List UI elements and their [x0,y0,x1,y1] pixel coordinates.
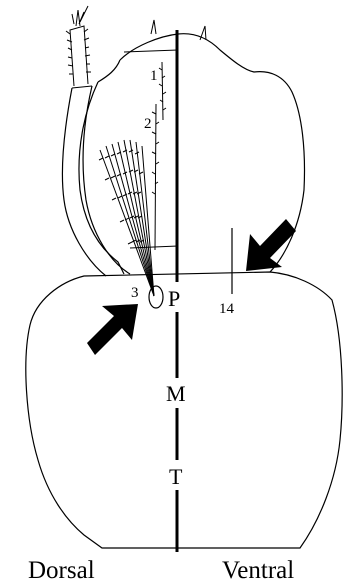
seta-3-socket [149,286,163,308]
seta-label-2: 2 [144,116,152,132]
seta-2 [152,104,159,250]
dorsal-label: Dorsal [28,557,95,584]
seta-label-1: 1 [150,68,158,84]
ventral-label: Ventral [222,557,294,584]
antenna-base [72,86,92,88]
head-top-edge [98,60,120,82]
seta-label-14: 14 [219,301,235,317]
antenna-spines [66,6,91,74]
seta-1 [159,62,166,120]
antenna-outline [62,86,130,276]
seta-3-fan [99,140,154,296]
seta-label-3: 3 [131,285,139,301]
head-suture-mid [130,246,178,248]
segment-label-p: P [168,286,180,311]
pointer-arrow-icon [87,304,138,355]
head-horn-left [151,20,156,34]
segment-label-t: T [169,464,183,489]
body-outline [26,272,342,548]
segment-label-m: M [166,381,186,406]
